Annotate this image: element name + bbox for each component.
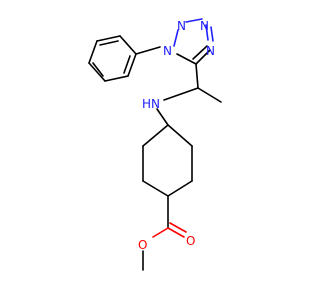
phenyl-ring: [88, 35, 137, 82]
bond: [205, 24, 209, 41]
bond-ch-methyl: [197, 87, 222, 103]
atom-label-n1: N: [163, 44, 172, 58]
bond-double-inner: [99, 40, 119, 46]
bond: [142, 124, 169, 147]
bond: [167, 180, 193, 197]
bond: [88, 40, 98, 64]
bond-carbonyl: [167, 227, 185, 238]
cyclohexane-ring: [142, 124, 193, 197]
bond: [176, 53, 197, 65]
bond: [127, 53, 137, 77]
bond: [210, 26, 214, 42]
bond: [88, 62, 106, 82]
bond: [142, 180, 169, 197]
bond-ester: [152, 227, 169, 238]
bond: [173, 29, 179, 47]
bond-phenyl-n: [135, 46, 161, 55]
bond: [96, 35, 121, 42]
atom-label-n4: N: [206, 44, 215, 58]
bond: [192, 45, 208, 60]
bond-ch-nh: [163, 87, 199, 101]
atom-label-n3: N: [200, 19, 209, 33]
bond: [195, 49, 211, 65]
atom-label-nh: HN: [142, 97, 160, 111]
tetrazole-ring: [173, 18, 214, 65]
bond-carbonyl-double: [169, 222, 187, 233]
bond-nh-ring: [156, 108, 169, 126]
atom-label-ester-o: O: [138, 238, 147, 252]
bond: [119, 35, 137, 55]
molecule-diagram: N N N N HN O O: [88, 18, 222, 271]
bond: [167, 124, 193, 147]
bond-double-inner: [123, 55, 131, 74]
atom-label-n2: N: [177, 19, 186, 33]
bond-ring-ch: [195, 63, 199, 89]
bond: [185, 18, 203, 23]
bond: [104, 75, 129, 82]
atom-label-carbonyl-o: O: [186, 234, 195, 248]
bond-double-inner: [92, 62, 104, 77]
structure-svg: N N N N HN O O: [88, 18, 222, 271]
